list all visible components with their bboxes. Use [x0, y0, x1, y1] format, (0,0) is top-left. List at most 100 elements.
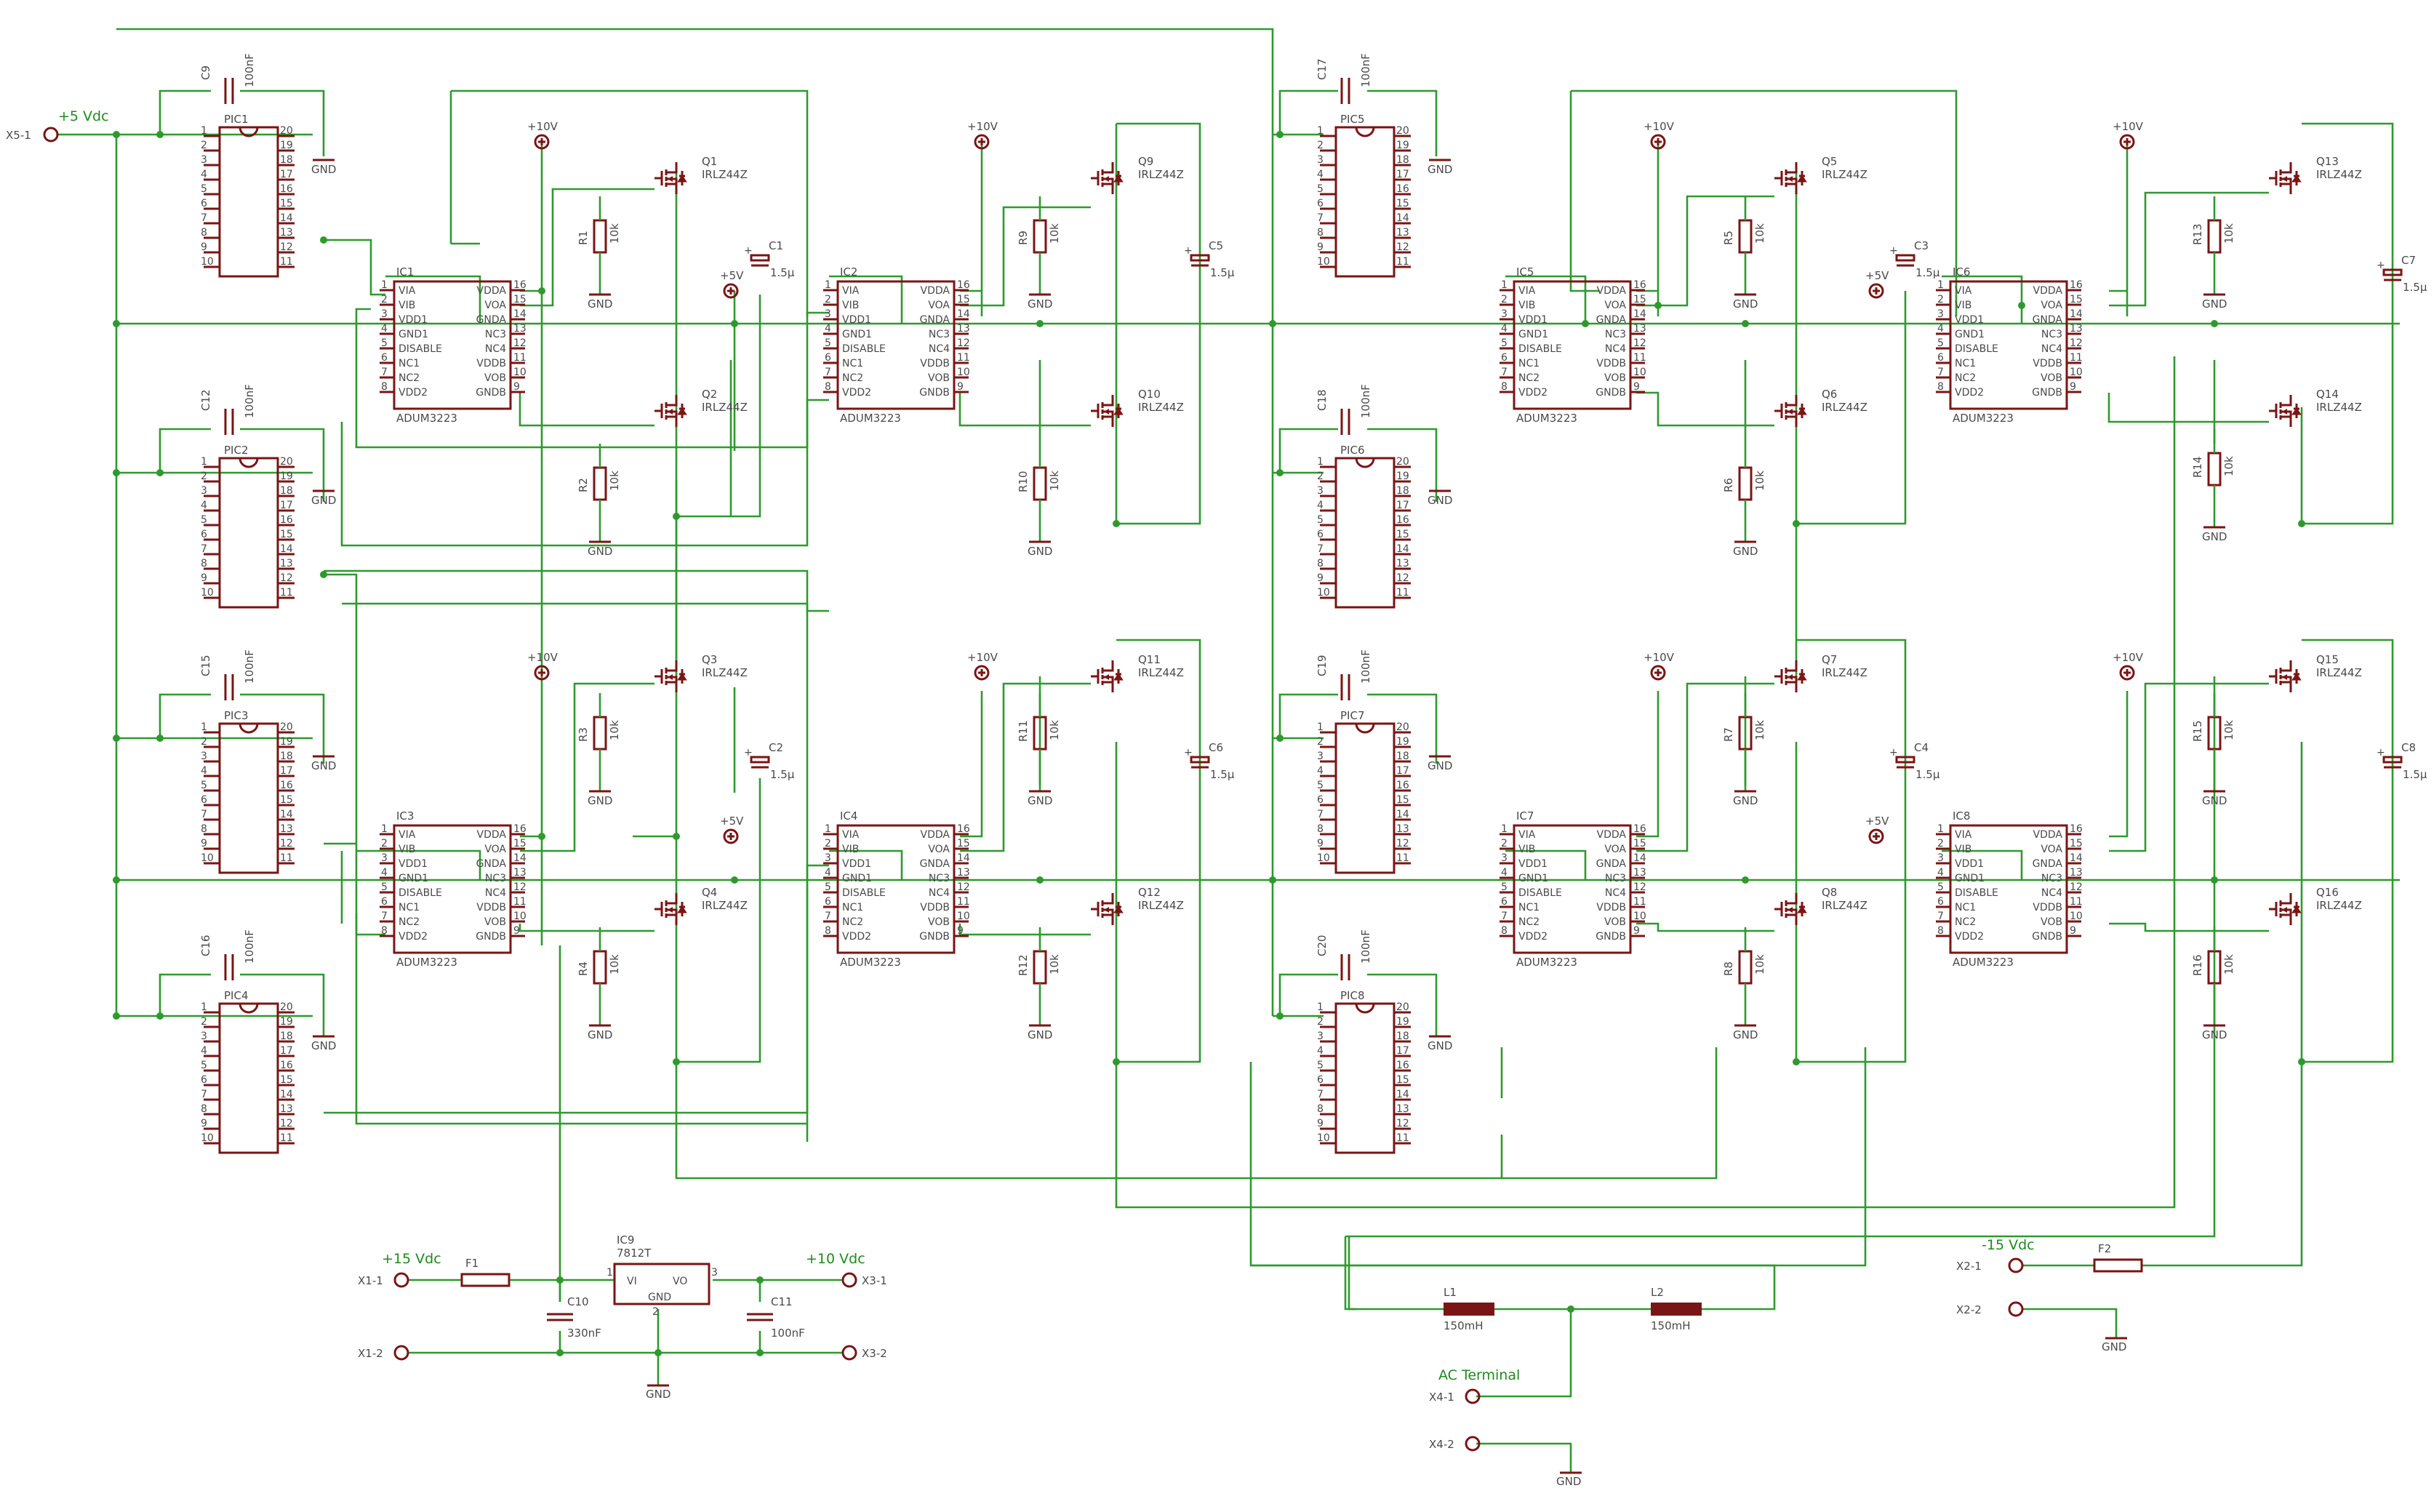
ic-pin-name: VDDA [1597, 285, 1627, 297]
ic-pin-name: VOA [2041, 844, 2062, 855]
resistor-value: 10k [1753, 720, 1766, 740]
cap-polarity: + [2377, 260, 2385, 271]
mosfet-value: IRLZ44Z [1822, 401, 1867, 414]
ic-pin-number: 3 [1937, 308, 1944, 320]
ic-pin-number: 2 [1501, 838, 1508, 849]
pic-pin-number: 13 [1396, 823, 1409, 835]
ic-pin-number: 16 [957, 823, 970, 835]
mosfet-value: IRLZ44Z [1138, 401, 1184, 414]
connector-x3-2[interactable]: X3-2 [841, 1345, 887, 1361]
pic-pin-number: 3 [1317, 485, 1324, 497]
pic-pin-number: 8 [201, 227, 207, 239]
ic-pin-number: 3 [825, 308, 831, 320]
pic-pin-number: 6 [201, 198, 207, 209]
resistor-value: 10k [1048, 471, 1061, 491]
pic-pin-number: 1 [201, 125, 207, 137]
resistor-label: R2 [577, 478, 590, 492]
ic-pin-name: NC3 [929, 329, 950, 340]
ic-pin-number: 15 [513, 838, 527, 849]
pic-pin-number: 15 [280, 198, 293, 209]
gnd-label: GND [1733, 297, 1758, 311]
connector-x1-1[interactable]: X1-1 +15 Vdc [358, 1251, 441, 1288]
pic-pin-number: 3 [1317, 1031, 1324, 1042]
ic-pin-number: 10 [2070, 911, 2083, 922]
capacitor-c11: C11 100nF [747, 1295, 805, 1340]
connector-x4-1[interactable]: X4-1 AC Terminal [1429, 1367, 1520, 1404]
ic-pin-number: 4 [381, 323, 388, 335]
ic-pin-name: NC2 [1518, 916, 1540, 928]
ic-label: IC1 [396, 265, 414, 279]
cap-value: 100nF [243, 53, 256, 87]
gnd-symbol: GND [1428, 489, 1452, 507]
pic-pin-number: 13 [280, 1103, 293, 1115]
ic-pin-number: 14 [957, 308, 970, 320]
connector-x2-1[interactable]: X2-1 -15 Vdc [1956, 1237, 2035, 1273]
ic-pin-name: VOB [928, 916, 950, 928]
ic-pin-name: NC2 [1955, 372, 1976, 384]
pic-pin-number: 6 [201, 529, 207, 540]
connector-x3-1[interactable]: X3-1 +10 Vdc [806, 1251, 887, 1288]
pic-pin-number: 12 [280, 1118, 293, 1129]
ic-pin-number: 7 [381, 367, 388, 378]
ic-pin-name: VDD1 [399, 858, 428, 870]
ic-pin-number: 12 [1633, 337, 1646, 349]
pic-pin-number: 8 [201, 558, 207, 569]
resistor-label: R16 [2191, 954, 2204, 976]
svg-text:GND: GND [1428, 759, 1452, 772]
ic-pin-number: 8 [1937, 925, 1944, 937]
cap-value: 1.5µ [1915, 768, 1940, 781]
gnd-label: GND [2202, 530, 2227, 543]
cap-polarity: + [1889, 245, 1898, 257]
ic-pin-name: NC4 [929, 887, 950, 899]
ic-pin-name: VIA [1518, 285, 1536, 297]
connector-x2-2[interactable]: X2-2 [1956, 1301, 2024, 1317]
pic-pin-number: 17 [1396, 169, 1409, 180]
connector-x4-2[interactable]: X4-2 [1429, 1436, 1481, 1452]
ic-pin-number: 4 [1501, 323, 1508, 335]
pic-pin-number: 3 [1317, 751, 1324, 762]
pic-pin-number: 20 [280, 125, 293, 137]
svg-text:GND: GND [311, 759, 336, 772]
ic-body [1513, 824, 1632, 954]
pic-pin-number: 2 [201, 1016, 207, 1028]
pic-pin-number: 13 [1396, 1103, 1409, 1115]
connector-x1-2-label: X1-2 [358, 1347, 383, 1360]
ic-pin-number: 7 [1501, 911, 1508, 922]
connector-x5-1[interactable]: X5-1 +5 Vdc [6, 108, 109, 143]
pic-pin-number: 18 [280, 1031, 293, 1042]
pic-pin-number: 4 [1317, 169, 1324, 180]
resistor-value: 10k [608, 223, 621, 244]
pic-pin-number: 14 [280, 1089, 293, 1100]
ic-pin-name: VIA [842, 285, 860, 297]
ic-pin-name: VDD2 [842, 931, 871, 943]
ic-pin-name: GNDA [2033, 858, 2063, 870]
pic-pin-number: 7 [1317, 809, 1324, 820]
cap-polarity: + [744, 245, 753, 257]
connector-x1-2[interactable]: X1-2 [358, 1345, 409, 1361]
ic-pin-number: 12 [2070, 337, 2083, 349]
ic-pin-number: 15 [957, 294, 970, 305]
ic-pin-number: 13 [2070, 867, 2083, 879]
